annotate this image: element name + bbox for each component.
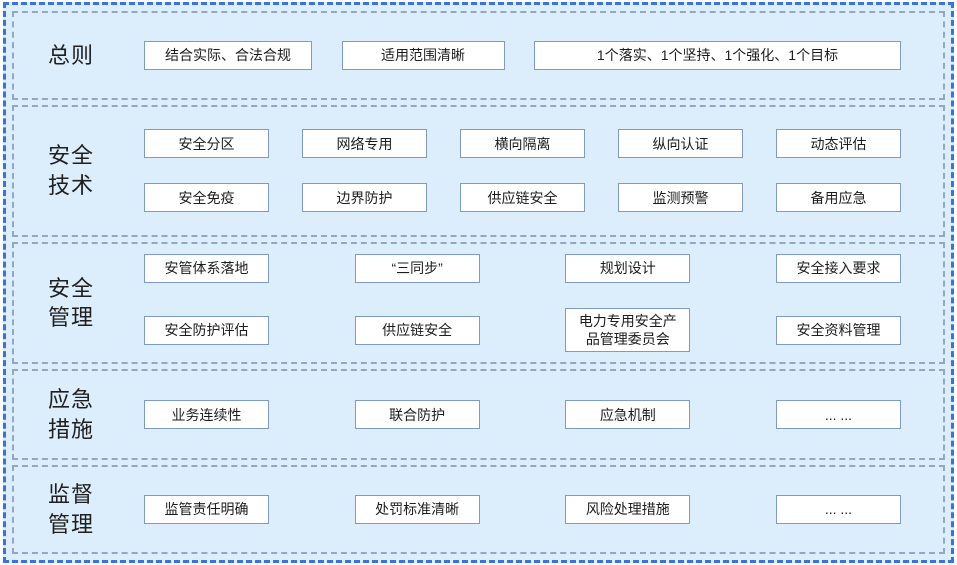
section-label: 监督 管理 <box>48 481 95 537</box>
section-label: 总则 <box>48 42 95 68</box>
section-label: 安全 管理 <box>48 275 95 331</box>
item-box: 联合防护 <box>354 400 480 430</box>
item-box: 安全资料管理 <box>775 315 901 345</box>
item-box: “三同步” <box>354 254 480 284</box>
item-box: 网络专用 <box>302 129 427 159</box>
outer-frame: 总则 结合实际、合法合规适用范围清晰 1个落实、1个坚持、1个强化、1个目标安全 技… <box>3 2 954 563</box>
item-box: 监测预警 <box>618 183 743 213</box>
section-4: 监督 管理 监管责任明确 处罚标准清晰 风险处理措施 ... ... <box>12 465 945 554</box>
item-box: 安全接入要求 <box>775 254 901 284</box>
box-row: 安全免疫 边界防护 供应链安全 监测预警 备用应急 <box>144 183 901 213</box>
item-box: ... ... <box>775 400 901 430</box>
section-content: 结合实际、合法合规适用范围清晰 1个落实、1个坚持、1个强化、1个目标 <box>144 40 943 70</box>
item-box: 结合实际、合法合规 <box>144 40 312 70</box>
item-box: 动态评估 <box>776 129 901 159</box>
item-box: 业务连续性 <box>144 400 269 430</box>
box-row: 安管体系落地 “三同步” 规划设计 安全接入要求 <box>144 254 901 284</box>
section-2: 安全 管理 安管体系落地 “三同步” 规划设计 安全接入要求安全防护评估 供应链安全 电力专… <box>12 241 945 365</box>
item-box: 处罚标准清晰 <box>354 495 480 525</box>
item-box: 供应链安全 <box>460 183 585 213</box>
section-1: 安全 技术 安全分区 网络专用 横向隔离 纵向认证 动态评估安全免疫 边界防护 供应链安全 监测… <box>12 104 945 237</box>
item-box: 风险处理措施 <box>565 495 691 525</box>
item-box: 1个落实、1个坚持、1个强化、1个目标 <box>534 40 901 70</box>
item-box: 监管责任明确 <box>144 495 269 525</box>
item-box: 边界防护 <box>302 183 427 213</box>
item-box: 电力专用安全产品管理委员会 <box>565 308 691 353</box>
box-row: 安全分区 网络专用 横向隔离 纵向认证 动态评估 <box>144 129 901 159</box>
item-box: ... ... <box>775 495 901 525</box>
item-box: 供应链安全 <box>354 315 480 345</box>
box-row: 监管责任明确 处罚标准清晰 风险处理措施 ... ... <box>144 495 901 525</box>
section-label: 安全 技术 <box>48 143 95 198</box>
box-row: 安全防护评估 供应链安全 电力专用安全产品管理委员会 安全资料管理 <box>144 308 901 353</box>
section-label: 应急 措施 <box>48 387 95 442</box>
item-box: 适用范围清晰 <box>341 40 505 70</box>
box-row: 业务连续性 联合防护 应急机制 ... ... <box>144 400 901 430</box>
item-box: 安管体系落地 <box>144 254 269 284</box>
item-box: 备用应急 <box>776 183 901 213</box>
item-box: 安全防护评估 <box>144 315 269 345</box>
section-content: 业务连续性 联合防护 应急机制 ... ... <box>144 400 943 430</box>
item-box: 安全分区 <box>144 129 269 159</box>
item-box: 规划设计 <box>565 254 691 284</box>
section-3: 应急 措施 业务连续性 联合防护 应急机制 ... ... <box>12 369 945 461</box>
item-box: 安全免疫 <box>144 183 269 213</box>
box-row: 结合实际、合法合规适用范围清晰 1个落实、1个坚持、1个强化、1个目标 <box>144 40 901 70</box>
item-box: 横向隔离 <box>460 129 585 159</box>
section-content: 安管体系落地 “三同步” 规划设计 安全接入要求安全防护评估 供应链安全 电力专用安全产品… <box>144 254 943 353</box>
item-box: 应急机制 <box>565 400 691 430</box>
section-content: 监管责任明确 处罚标准清晰 风险处理措施 ... ... <box>144 495 943 525</box>
section-content: 安全分区 网络专用 横向隔离 纵向认证 动态评估安全免疫 边界防护 供应链安全 监测预警 备用应… <box>144 129 943 213</box>
item-box: 纵向认证 <box>618 129 743 159</box>
section-0: 总则 结合实际、合法合规适用范围清晰 1个落实、1个坚持、1个强化、1个目标 <box>12 11 945 100</box>
